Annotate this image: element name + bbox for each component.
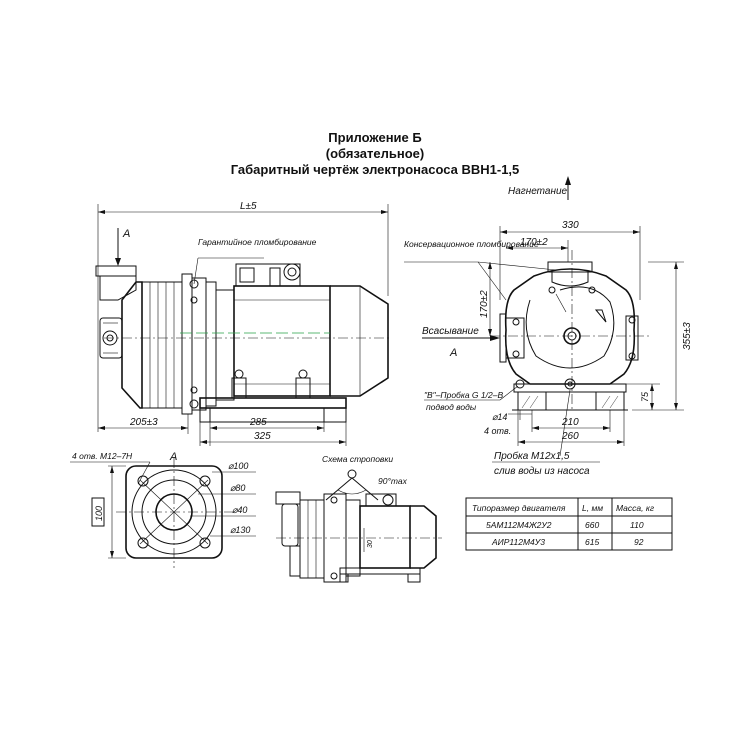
dim-260: 260 — [561, 431, 579, 442]
dia-80: ⌀80 — [230, 483, 245, 493]
front-view: L±5 A — [95, 201, 392, 446]
suction-label: Всасывание — [422, 326, 479, 337]
side-view: Нагнетание 330 170±2 Консервационное пло… — [404, 176, 693, 477]
drawing-title: Габаритный чертёж электронасоса ВВН1-1,5 — [230, 162, 520, 177]
dim-170-height: 170±2 — [479, 290, 490, 318]
flange-view: 4 отв. М12–7Н A ⌀100 ⌀80 ⌀40 ⌀130 100 — [70, 451, 256, 568]
table-cell-motor-2: АИР112М4У3 — [491, 537, 545, 547]
appendix-subtitle: (обязательное) — [325, 146, 425, 161]
table-cell-mass-2: 92 — [634, 537, 644, 547]
water-drain-label: слив воды из насоса — [494, 466, 590, 477]
table-header-length: L, мм — [582, 503, 603, 513]
guarantee-seal-label: Гарантийное пломбирование — [198, 237, 317, 247]
discharge-label: Нагнетание — [508, 186, 568, 197]
flange-view-a-label: A — [169, 451, 177, 463]
dim-205: 205±3 — [129, 417, 158, 428]
dim-355: 355±3 — [682, 322, 693, 350]
dim-285: 285 — [249, 417, 267, 428]
dia-40: ⌀40 — [232, 505, 247, 515]
dim-210: 210 — [561, 417, 579, 428]
dim-75: 75 — [640, 391, 650, 402]
motor-table: Типоразмер двигателя L, мм Масса, кг 5АМ… — [465, 497, 673, 551]
conservation-seal-label: Консервационное пломбирование — [404, 239, 539, 249]
holes-4: 4 отв. — [484, 426, 511, 436]
table-header-motor: Типоразмер двигателя — [472, 503, 566, 513]
dim-L: L±5 — [240, 201, 257, 212]
table-cell-length-2: 615 — [585, 537, 599, 547]
appendix-title: Приложение Б — [328, 130, 422, 145]
plug-m12-label: Пробка М12х1,5 — [494, 450, 570, 462]
dia-130: ⌀130 — [230, 525, 250, 535]
plug-b-label: "В"–Пробка G 1/2–В — [424, 390, 503, 400]
table-cell-mass-1: 110 — [630, 520, 644, 530]
side-view-a-label: A — [449, 347, 457, 359]
flange-holes-label: 4 отв. М12–7Н — [72, 451, 133, 461]
dia-100: ⌀100 — [228, 461, 248, 471]
dim-14: ⌀14 — [492, 412, 507, 422]
sling-small-dim: 30 — [367, 540, 374, 548]
table-cell-length-1: 660 — [585, 520, 599, 530]
dim-330: 330 — [562, 220, 579, 231]
sling-angle: 90°max — [378, 476, 408, 486]
sling-view: Схема строповки 90°max 30 — [275, 454, 442, 583]
table-cell-motor-1: 5АМ112М4Ж2У2 — [486, 520, 552, 530]
water-supply-label: подвод воды — [426, 402, 477, 412]
dim-100-side: 100 — [94, 506, 104, 521]
table-header-mass: Масса, кг — [616, 503, 654, 513]
sling-scheme-label: Схема строповки — [322, 454, 393, 464]
view-a-label: A — [122, 228, 130, 240]
dim-170-width: 170±2 — [520, 237, 548, 248]
dim-325: 325 — [254, 431, 271, 442]
